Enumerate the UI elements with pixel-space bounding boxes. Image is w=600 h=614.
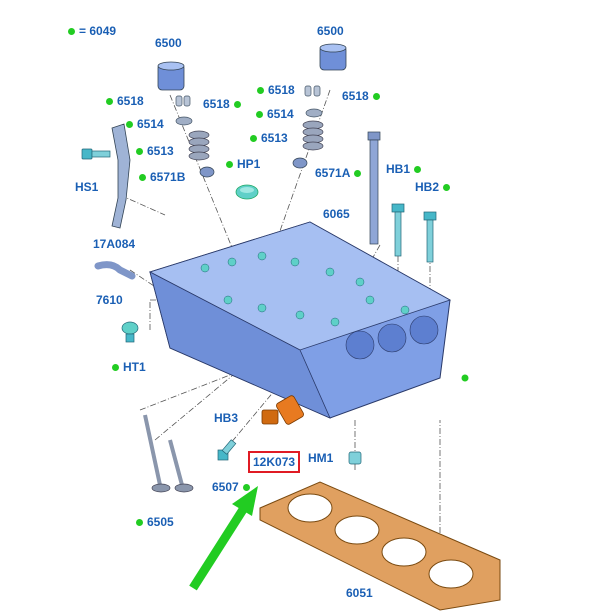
callout-6518-left-b: 6518 xyxy=(203,97,241,111)
valve-tappet-left-icon xyxy=(157,61,185,91)
callout-6518-right-b: 6518 xyxy=(342,89,380,103)
callout-6513-right: 6513 xyxy=(250,131,288,145)
camshaft-position-sensor-icon xyxy=(261,395,304,425)
callout-6500-left: 6500 xyxy=(155,36,182,50)
intake-valve-icon xyxy=(143,414,171,493)
green-dot-icon xyxy=(250,135,257,143)
valve-keepers-right-icon xyxy=(304,85,321,97)
cylinder-head-icon xyxy=(148,221,451,419)
callout-6500-right: 6500 xyxy=(317,24,344,38)
callout-ht1: HT1 xyxy=(112,360,146,374)
green-dot-icon xyxy=(136,148,143,156)
exhaust-valve-icon xyxy=(168,439,194,493)
green-dot-icon xyxy=(136,519,143,527)
callout-hb2: HB2 xyxy=(415,180,451,194)
valve-spring-right-icon xyxy=(302,120,324,151)
callout-6514-left: 6514 xyxy=(126,117,164,131)
marker-hm1-icon xyxy=(348,451,362,465)
green-dot-icon xyxy=(233,101,241,109)
bolt-hs1-icon xyxy=(81,148,111,160)
valve-tappet-right-icon xyxy=(319,43,347,71)
bracket-icon xyxy=(111,123,131,229)
bolt-hb2-icon xyxy=(423,211,437,263)
legend: = 6049 xyxy=(68,24,116,38)
green-dot-icon xyxy=(354,170,362,178)
head-gasket-icon xyxy=(259,481,501,611)
callout-6571b: 6571B xyxy=(139,170,185,184)
pointer-arrow-icon xyxy=(189,486,258,591)
callout-hb3: HB3 xyxy=(214,411,239,425)
callout-6505: 6505 xyxy=(136,515,174,529)
callout-hb1: HB1 xyxy=(386,162,422,176)
callout-6051: 6051 xyxy=(346,586,373,600)
green-dot-icon xyxy=(68,28,75,36)
callout-6571a: 6571A xyxy=(315,166,362,180)
sensor-ht1-icon xyxy=(121,321,139,343)
green-dot-icon xyxy=(126,121,133,129)
callout-hp1: HP1 xyxy=(226,157,260,171)
plug-hp1-icon xyxy=(235,184,259,200)
hose-7610-icon xyxy=(94,261,136,280)
valve-seal-right-icon xyxy=(292,157,308,169)
callout-6513-left: 6513 xyxy=(136,144,174,158)
callout-17a084: 17A084 xyxy=(93,237,136,251)
green-dot-icon xyxy=(112,364,119,372)
callout-7610: 7610 xyxy=(96,293,123,307)
bolt-hb1-icon xyxy=(391,203,405,257)
callout-6518-left-a: 6518 xyxy=(106,94,144,108)
callout-12k073-highlighted: 12K073 xyxy=(248,451,301,473)
green-dot-icon xyxy=(106,98,113,106)
callout-6518-right-a: 6518 xyxy=(257,83,295,97)
bolt-hb3-icon xyxy=(217,439,237,461)
callout-6507: 6507 xyxy=(212,480,250,494)
green-dot-icon xyxy=(372,93,380,101)
green-dot-icon xyxy=(443,184,451,192)
callout-hs1: HS1 xyxy=(75,180,99,194)
callout-6514-right: 6514 xyxy=(256,107,294,121)
green-dot-icon xyxy=(242,484,250,492)
green-dot-icon xyxy=(414,166,422,174)
valve-keepers-left-icon xyxy=(175,95,191,107)
green-dot-icon xyxy=(256,111,263,119)
callout-hm1: HM1 xyxy=(308,451,334,465)
green-dot-icon xyxy=(139,174,146,182)
green-marker-dots xyxy=(461,374,469,382)
valve-retainer-right-icon xyxy=(305,108,323,118)
green-dot-icon xyxy=(226,161,233,169)
valve-retainer-left-icon xyxy=(175,116,193,126)
head-bolt-6065-icon xyxy=(367,131,381,245)
valve-spring-left-icon xyxy=(188,130,210,161)
green-dot-icon xyxy=(257,87,264,95)
callout-6065: 6065 xyxy=(323,207,350,221)
valve-seal-left-icon xyxy=(199,166,215,178)
